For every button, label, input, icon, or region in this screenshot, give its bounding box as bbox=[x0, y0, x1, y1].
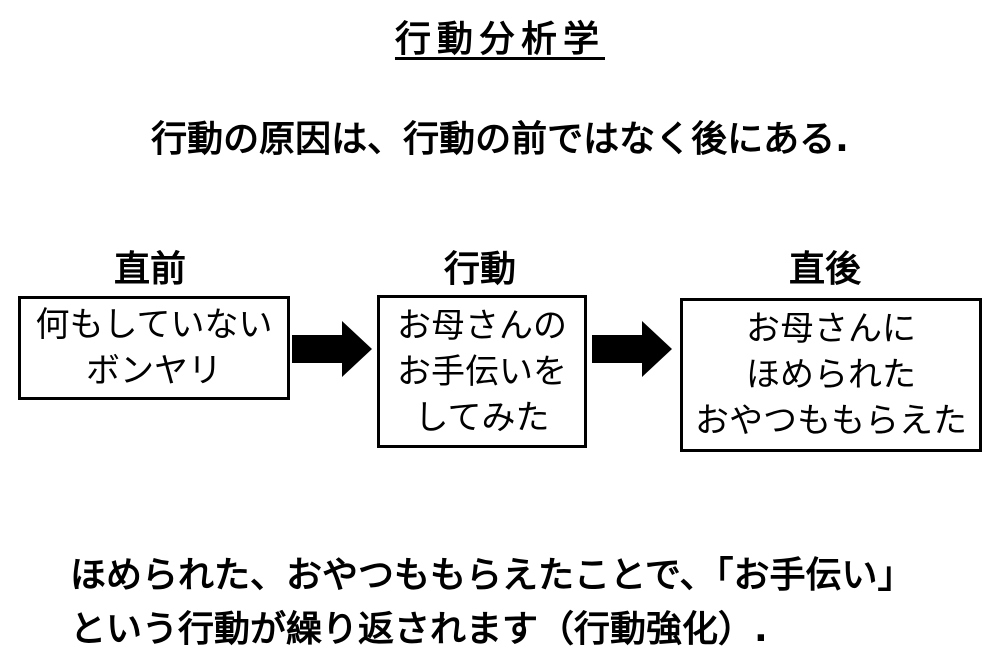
box-behavior-line-2: お手伝いを bbox=[397, 351, 567, 392]
subtitle: 行動の原因は、行動の前ではなく後にある. bbox=[151, 119, 849, 160]
box-before: 何もしていない ボンヤリ bbox=[18, 296, 290, 400]
box-after-line-1: お母さんに bbox=[746, 309, 916, 349]
box-behavior: お母さんの お手伝いを してみた bbox=[377, 295, 587, 448]
arrow-right-icon bbox=[592, 321, 672, 377]
box-after: お母さんに ほめられた おやつももらえた bbox=[680, 298, 982, 452]
box-before-line-1: 何もしていない bbox=[35, 305, 273, 345]
arrow-right-icon bbox=[292, 321, 372, 377]
box-before-line-2: ボンヤリ bbox=[86, 351, 222, 391]
box-after-line-3: おやつももらえた bbox=[695, 401, 967, 441]
footer-line-2: という行動が繰り返されます（行動強化）. bbox=[70, 609, 768, 650]
box-behavior-line-3: してみた bbox=[414, 397, 550, 438]
heading-before: 直前 bbox=[113, 249, 186, 290]
heading-after: 直後 bbox=[788, 249, 861, 290]
box-after-line-2: ほめられた bbox=[746, 355, 916, 395]
footer-line-1: ほめられた、おやつももらえたことで、「お手伝い」 bbox=[70, 555, 914, 596]
box-behavior-line-1: お母さんの bbox=[397, 305, 567, 346]
page-title: 行動分析学 bbox=[394, 19, 605, 60]
heading-behavior: 行動 bbox=[443, 249, 516, 290]
